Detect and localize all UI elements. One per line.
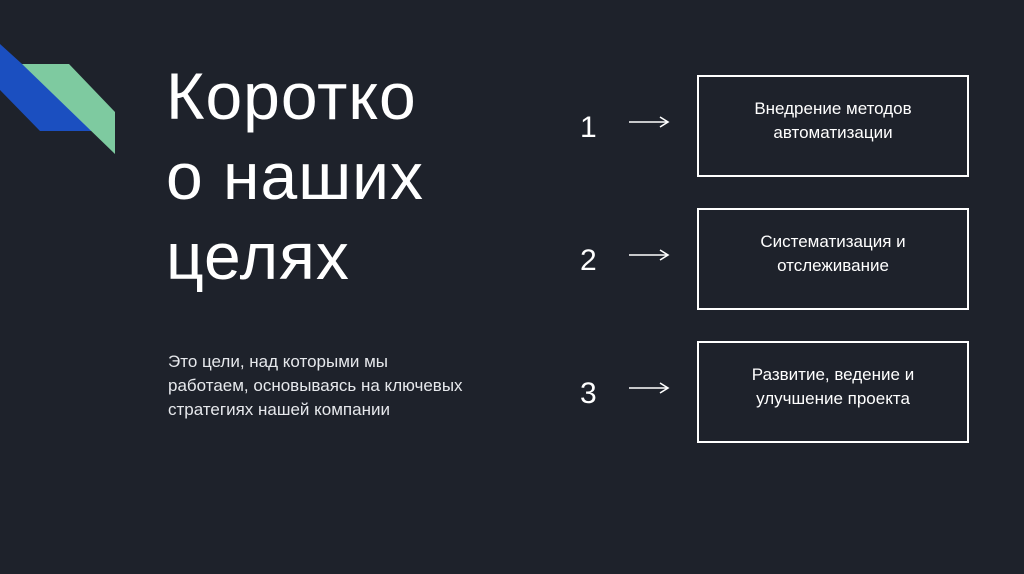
goal-number: 2 xyxy=(580,244,597,277)
goal-item-3: 3 Развитие, ведение и улучшение проекта xyxy=(580,341,980,447)
green-stripe xyxy=(22,64,115,154)
right-arrow-icon xyxy=(629,249,670,261)
goal-text: Развитие, ведение и улучшение проекта xyxy=(751,365,915,408)
right-arrow-icon xyxy=(629,116,670,128)
slide-title: Коротко о наших целях xyxy=(166,56,546,296)
goal-number: 1 xyxy=(580,111,597,144)
goal-text: Внедрение методов автоматизации xyxy=(754,99,912,142)
right-arrow-icon xyxy=(629,382,670,394)
title-line-1: Коротко xyxy=(166,59,417,133)
goal-box: Развитие, ведение и улучшение проекта xyxy=(697,341,969,443)
diagonal-stripes-decoration xyxy=(0,44,115,154)
goal-number: 3 xyxy=(580,377,597,410)
title-line-3: целях xyxy=(166,219,350,293)
goal-item-2: 2 Систематизация и отслеживание xyxy=(580,208,980,314)
goal-box: Внедрение методов автоматизации xyxy=(697,75,969,177)
goal-item-1: 1 Внедрение методов автоматизации xyxy=(580,75,980,181)
title-line-2: о наших xyxy=(166,139,425,213)
goal-text: Систематизация и отслеживание xyxy=(760,232,906,275)
slide-subtitle: Это цели, над которыми мы работаем, осно… xyxy=(168,352,463,419)
goal-box: Систематизация и отслеживание xyxy=(697,208,969,310)
